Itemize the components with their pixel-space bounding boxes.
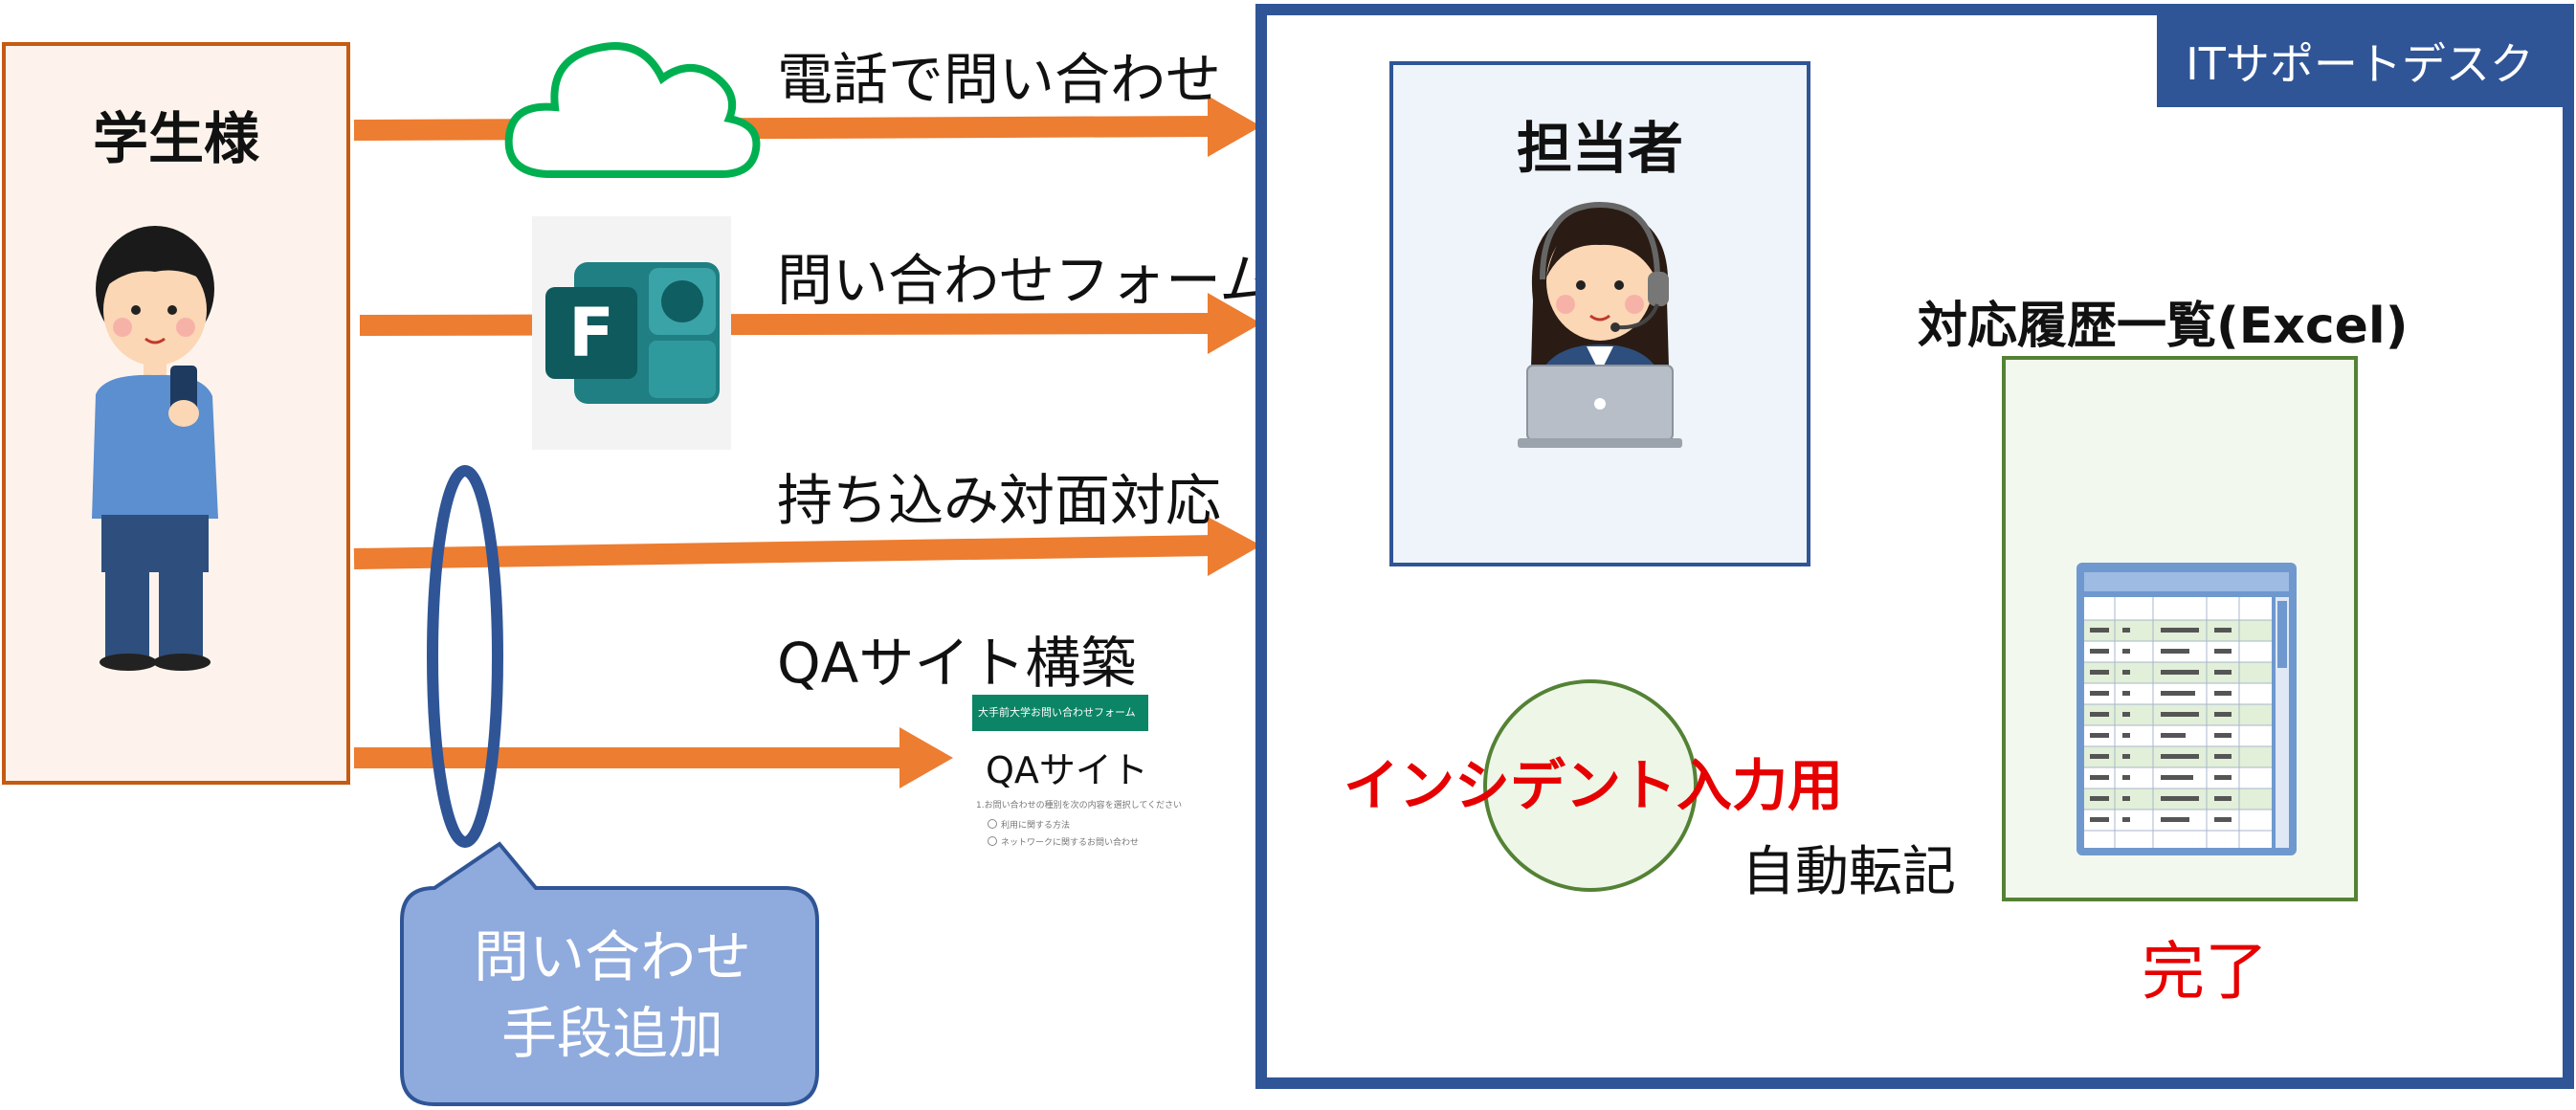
qa-arrow [354, 727, 953, 788]
spreadsheet-icon [2076, 563, 2297, 855]
history-box [2002, 356, 2358, 901]
incident-label: インシデント入力用 [1344, 753, 1844, 818]
callout-line-1: 問い合わせ [473, 924, 751, 989]
student-title: 学生様 [92, 106, 259, 171]
phone-arrow [353, 96, 1261, 157]
callout-bubble [400, 841, 819, 1106]
qa-site-option-2: ネットワークに関するお問い合わせ [1001, 838, 1140, 848]
history-title: 対応履歴一覧(Excel) [1918, 298, 2409, 355]
qa-site-option-1: 利用に関する方法 [1001, 821, 1071, 831]
staff-box: 担当者 [1389, 61, 1810, 566]
highlight-ellipse [427, 465, 503, 848]
qa-site-question: 1.お問い合わせの種別を次の内容を選択してください [976, 801, 1183, 810]
channel-label-in-person: 持ち込み対面対応 [777, 468, 1222, 533]
form-arrow [359, 293, 1261, 354]
done-label: 完了 [2142, 935, 2268, 1009]
cloud-icon [504, 42, 761, 178]
incident-circle [1483, 679, 1698, 892]
staff-title: 担当者 [1516, 116, 1683, 181]
qa-site-header: 大手前大学お問い合わせフォーム [972, 695, 1148, 731]
operator-illustration [1518, 201, 1682, 448]
callout-line-2: 手段追加 [500, 1001, 723, 1066]
qa-site-thumbnail: 大手前大学お問い合わせフォーム QAサイト 1.お問い合わせの種別を次の内容を選… [972, 695, 1182, 857]
qa-radio-2 [988, 836, 997, 846]
auto-transfer-label: 自動転記 [1742, 841, 1956, 903]
qa-radio-1 [988, 819, 997, 829]
helpdesk-tab: ITサポートデスク [2157, 15, 2563, 107]
channel-label-form: 問い合わせフォーム [777, 248, 1276, 313]
qa-site-title: QAサイト [986, 749, 1148, 791]
microsoft-forms-icon: F [532, 216, 731, 450]
channel-label-phone: 電話で問い合わせ [777, 47, 1222, 112]
svg-text:F: F [568, 294, 614, 372]
channel-label-qa: QAサイト構築 [777, 631, 1137, 696]
callout-text: 問い合わせ 手段追加 [402, 919, 823, 1072]
student-illustration [92, 226, 218, 671]
